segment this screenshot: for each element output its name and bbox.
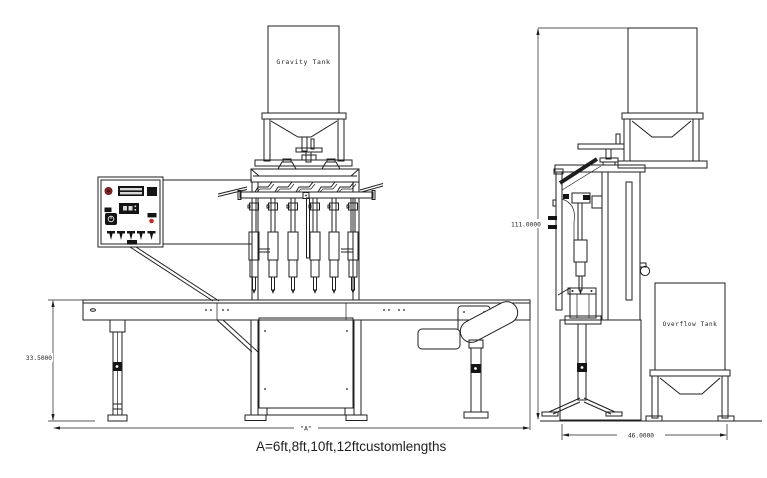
- filler-legs-cabinet: [244, 317, 368, 421]
- dim-46-text: 46.0000: [628, 433, 654, 440]
- red-indicator-led: [149, 218, 154, 224]
- conveyor-left-leg: [107, 319, 128, 422]
- end-roller: [459, 301, 519, 343]
- head-clamp-assembly: [277, 138, 341, 170]
- overflow-tank-label: Overflow Tank: [663, 321, 718, 328]
- sensor-bracket-upper: [548, 216, 557, 220]
- panel-support-arm: [129, 179, 252, 302]
- dim-33-text: 33.5000: [26, 355, 52, 362]
- filling-manifold: [217, 181, 384, 200]
- side-view: 111.0000: [509, 27, 762, 440]
- panel-bottom-label: [127, 240, 137, 245]
- gravity-tank: Gravity Tank: [267, 25, 340, 114]
- side-handwheel: [577, 133, 625, 166]
- dim-111-0000: 111.0000: [509, 27, 630, 420]
- conveyor-right-leg: [463, 339, 489, 419]
- conveyor: [82, 299, 531, 422]
- drive-motor: [417, 328, 461, 350]
- gravity-tank-stand: [254, 112, 353, 167]
- gravity-tank-side: [617, 27, 708, 169]
- conveyor-side-box: [559, 319, 642, 421]
- funnel: [270, 120, 338, 138]
- sensor-bracket-lower: [548, 225, 557, 229]
- gravity-tank-label: Gravity Tank: [276, 58, 330, 66]
- left-spout: [217, 186, 248, 195]
- switch-label: [104, 207, 112, 213]
- side-pump-leg: [541, 287, 623, 417]
- front-view: Gravity Tank: [24, 25, 531, 433]
- dim-46-0000: 46.0000: [561, 424, 728, 440]
- support-bar-diagonal: [558, 157, 599, 185]
- filler-column-side: [541, 133, 651, 421]
- side-nozzle: [557, 192, 603, 296]
- overflow-tank: Overflow Tank: [645, 282, 735, 422]
- nozzle-bank: [247, 197, 359, 295]
- dim-33-5000: 33.5000: [24, 299, 95, 422]
- center-tube: [306, 197, 310, 259]
- company-nameplate: [118, 186, 144, 196]
- dim-A-text: "A": [300, 426, 311, 433]
- indicator-label: [147, 213, 157, 218]
- right-spout: [359, 183, 384, 191]
- panel-black-button[interactable]: [147, 187, 157, 196]
- dim-111-text: 111.0000: [511, 222, 541, 229]
- dim-A: "A": [53, 320, 531, 433]
- column-knob: [639, 265, 651, 277]
- length-options-note: A=6ft,8ft,10ft,12ftcustomlengths: [256, 439, 446, 454]
- control-panel: [97, 176, 164, 248]
